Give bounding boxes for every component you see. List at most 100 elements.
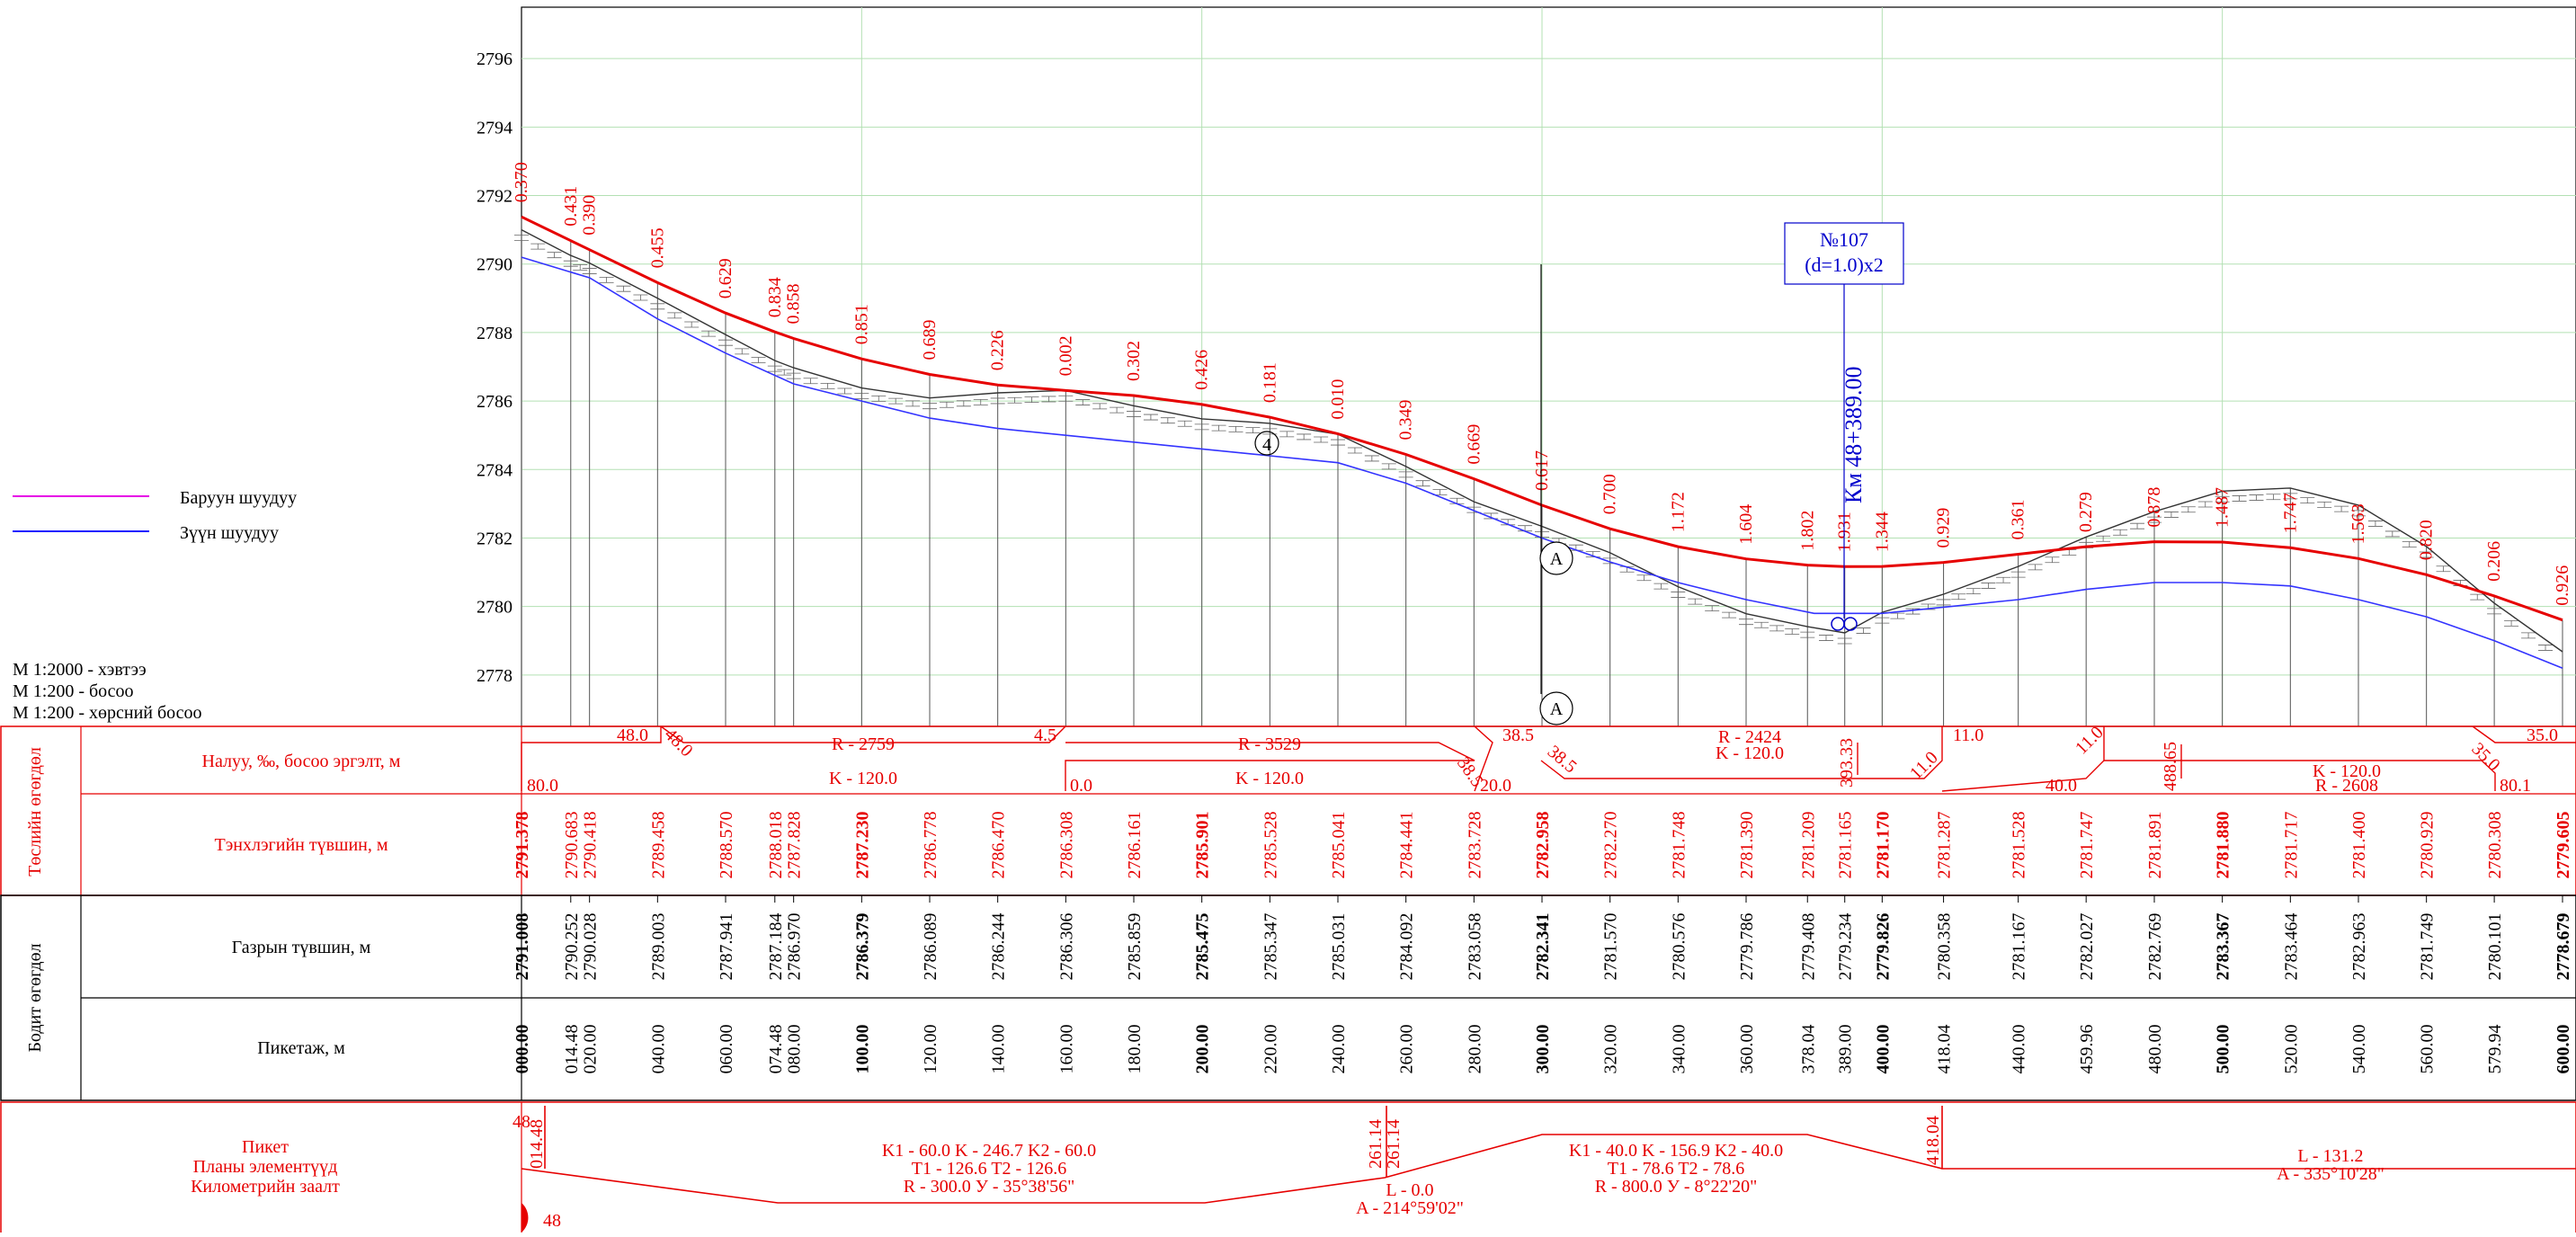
depth-label-540.00: 1.563 (2349, 503, 2368, 544)
hatch-mark (514, 235, 529, 242)
station-540.00: 540.00 (2349, 1025, 2369, 1074)
hatch-mark (563, 260, 578, 267)
plan-L0: L - 0.0 (1386, 1180, 1433, 1200)
hatch-mark (1041, 396, 1056, 403)
station-500.00: 500.00 (2214, 1025, 2233, 1074)
design-elev-600.00: 2779.605 (2554, 812, 2573, 879)
ground-elev-100.00: 2786.379 (852, 913, 872, 981)
ground-elev-200.00: 2785.475 (1193, 913, 1213, 981)
hatch-mark (2130, 522, 2145, 530)
ground-elev-459.96: 2782.027 (2077, 913, 2097, 981)
plan-curve1-c: R - 300.0 У - 35°38'56" (904, 1177, 1075, 1197)
depth-label-040.00: 0.455 (647, 227, 667, 268)
hatch-mark (2232, 495, 2247, 502)
hatch-mark (573, 263, 588, 271)
design-elev-418.04: 2781.287 (1935, 812, 1955, 879)
slope-K120b: K - 120.0 (1235, 769, 1304, 788)
design-elev-579.94: 2780.308 (2485, 812, 2505, 879)
hatch-mark (1398, 471, 1413, 478)
hatch-mark (1364, 455, 1379, 462)
slope-band-texts: 48.0 48.0 80.0 R - 2759 K - 120.0 4.5 0.… (527, 723, 2558, 796)
plan-48: 48 (513, 1112, 530, 1132)
hatch-mark (1800, 631, 1815, 638)
slope-393-33: 393.33 (1837, 738, 1857, 788)
hatch-mark (2538, 645, 2554, 651)
slope-R3529: R - 3529 (1238, 734, 1301, 754)
ground-elev-378.04: 2779.408 (1798, 913, 1818, 981)
plan-band-frame (0, 1101, 2576, 1237)
design-elev-014.48: 2790.683 (562, 812, 582, 879)
hatch-mark (1965, 588, 1981, 595)
station-320.00: 320.00 (1601, 1025, 1621, 1074)
grid (521, 6, 2576, 727)
ground-elev-020.00: 2790.028 (581, 913, 601, 981)
design-elev-band-label: Тэнхлэгийн түвшин, м (214, 835, 388, 855)
design-elev-480.00: 2781.891 (2145, 812, 2165, 879)
station-300.00: 300.00 (1533, 1025, 1553, 1074)
slope-0-0: 0.0 (1070, 776, 1092, 796)
design-elev-100.00: 2787.230 (852, 812, 872, 879)
depth-label-280.00: 0.669 (1464, 424, 1484, 465)
slope-K120d: K - 120.0 (2313, 761, 2381, 781)
depth-label-100.00: 0.851 (851, 304, 871, 344)
ground-elev-480.00: 2782.769 (2145, 913, 2165, 981)
design-elev-280.00: 2783.728 (1465, 812, 1484, 879)
slope-35-0a: 35.0 (2467, 739, 2503, 775)
ground-elev-440.00: 2781.167 (2010, 913, 2029, 981)
depth-label-220.00: 0.181 (1260, 362, 1279, 403)
hatch-mark (735, 348, 750, 355)
hatch-mark (2334, 505, 2349, 512)
station-220.00: 220.00 (1261, 1025, 1280, 1074)
station-band-label: Пикетаж, м (257, 1038, 345, 1058)
slope-bracket-7 (2104, 760, 2496, 791)
depth-label-560.00: 0.820 (2417, 520, 2437, 560)
y-tick-2792: 2792 (477, 187, 513, 207)
hatch-mark (1875, 617, 1890, 624)
y-tick-2778: 2778 (477, 666, 513, 686)
hatch-mark (923, 403, 937, 410)
station-378.04: 378.04 (1798, 1025, 1818, 1074)
slope-bracket-5 (1540, 726, 1943, 779)
plan-curve2-a: K1 - 40.0 K - 156.9 K2 - 40.0 (1569, 1141, 1783, 1161)
slope-bracket-4 (1474, 725, 1493, 792)
culvert-callout: №107 (d=1.0)x2 Км 48+389.00 (1784, 222, 1904, 631)
hatch-mark (1314, 436, 1329, 443)
station-579.94: 579.94 (2485, 1025, 2505, 1074)
plot-frame (521, 6, 2576, 727)
design-elev-060.00: 2788.570 (717, 812, 736, 879)
hatch-mark (751, 357, 766, 363)
marker-4-text: 4 (1262, 435, 1271, 455)
hatch-mark (1092, 403, 1108, 410)
hatch-mark (1653, 583, 1669, 590)
actual-band-frame (0, 894, 2576, 1101)
plan-band (521, 1106, 2576, 1204)
hatch-mark (2197, 501, 2213, 508)
plan-261-14a: 261.14 (1366, 1119, 1386, 1169)
ground-elev-600.00: 2778.679 (2554, 913, 2573, 981)
hatch-mark (2351, 510, 2366, 517)
depth-label-014.48: 0.431 (561, 186, 581, 227)
design-grade-line (521, 215, 2563, 622)
hatch-mark (1856, 627, 1871, 634)
y-tick-2788: 2788 (477, 324, 513, 343)
depth-label-480.00: 0.878 (2144, 487, 2164, 528)
ground-elev-060.00: 2787.941 (717, 913, 736, 981)
design-elev-040.00: 2789.458 (648, 812, 668, 879)
slope-80-0: 80.0 (527, 776, 558, 796)
hatch-mark (1890, 612, 1905, 619)
hatch-mark (2215, 495, 2230, 503)
design-elev-378.04: 2781.209 (1798, 812, 1818, 879)
station-180.00: 180.00 (1125, 1025, 1145, 1074)
y-tick-2790: 2790 (477, 255, 513, 275)
depth-label-600.00: 0.926 (2553, 565, 2572, 606)
slope-K120a: K - 120.0 (829, 769, 897, 788)
scale-notes: М 1:2000 - хэвтээ М 1:200 - босоо М 1:20… (13, 660, 202, 723)
plan-418-04: 418.04 (1923, 1116, 1943, 1165)
slope-38-5a: 38.5 (1502, 725, 1534, 745)
depth-label-200.00: 0.426 (1192, 350, 1212, 390)
station-280.00: 280.00 (1465, 1025, 1484, 1074)
slope-80-1: 80.1 (2500, 776, 2531, 796)
